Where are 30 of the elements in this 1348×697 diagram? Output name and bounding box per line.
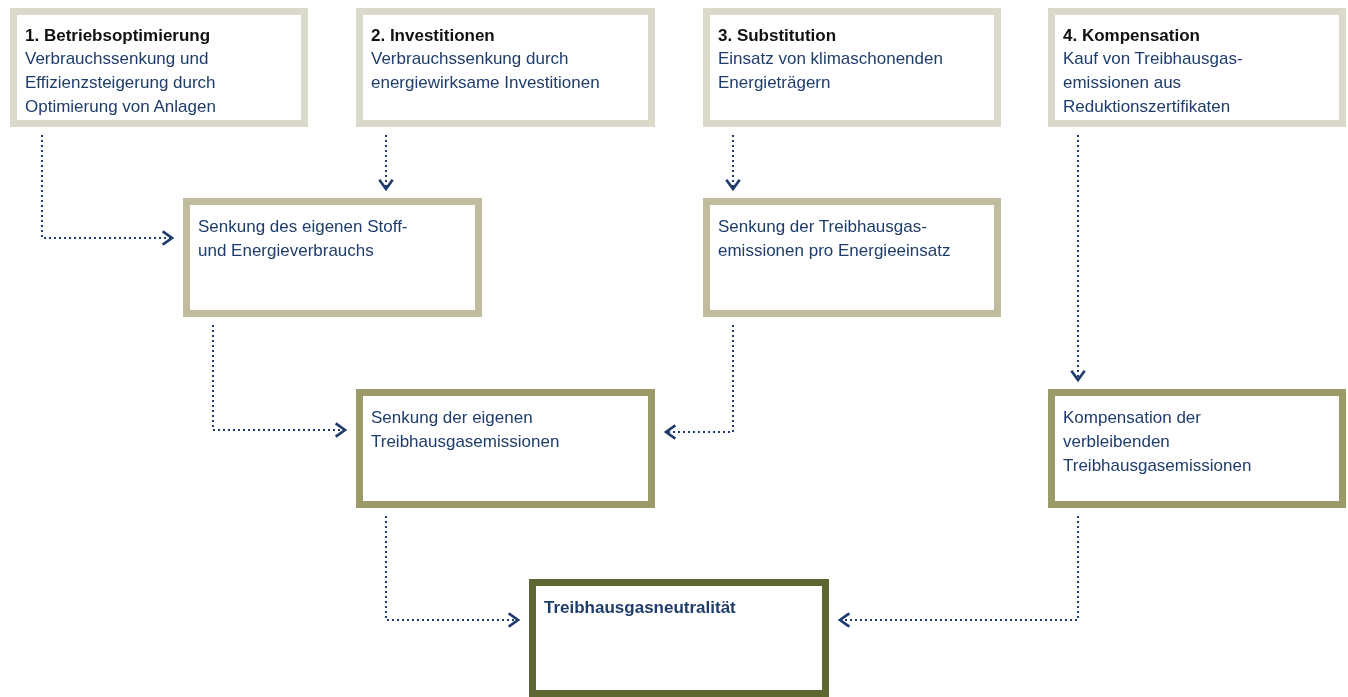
- box-text: Senkung der eigenen Treibhausgasemissionen: [371, 407, 561, 453]
- box-text: Senkung des eigenen Stoff- und Energieverbrauchs: [198, 216, 408, 262]
- arrow: [385, 515, 520, 628]
- box-text: Kompensation der verbleibenden Treibhausgasemissionen: [1063, 407, 1253, 477]
- process-box: [356, 389, 655, 508]
- arrow: [664, 324, 734, 440]
- process-box: [183, 198, 482, 317]
- arrow: [838, 515, 1079, 628]
- process-box: [10, 8, 308, 127]
- arrow: [41, 134, 174, 246]
- box-heading: 4. Kompensation: [1063, 25, 1201, 47]
- box-heading: 1. Betriebsoptimierung: [25, 25, 212, 47]
- box-text: Kauf von Treibhausgas-emissionen aus Reduktionszertifikaten: [1063, 48, 1244, 118]
- process-box: [356, 8, 655, 127]
- arrow: [725, 134, 741, 191]
- process-box: [1048, 389, 1346, 508]
- arrow: [212, 324, 347, 438]
- box-text: Senkung der Treibhausgas-emissionen pro Energieeinsatz: [718, 216, 952, 262]
- box-text: Verbrauchssenkung durch energiewirksame Investitionen: [371, 48, 601, 94]
- process-box: [703, 198, 1001, 317]
- process-box: [529, 579, 829, 697]
- box-text: Einsatz von klimaschonenden Energieträgern: [718, 48, 944, 94]
- arrow: [1070, 134, 1086, 382]
- process-box: [703, 8, 1001, 127]
- arrow: [378, 134, 394, 191]
- box-heading: 2. Investitionen: [371, 25, 496, 47]
- box-text: Treibhausgasneutralität: [544, 597, 737, 619]
- box-heading: 3. Substitution: [718, 25, 838, 47]
- box-text: Verbrauchssenkung und Effizienzsteigerung durch Optimierung von Anlagen: [25, 48, 217, 118]
- process-box: [1048, 8, 1346, 127]
